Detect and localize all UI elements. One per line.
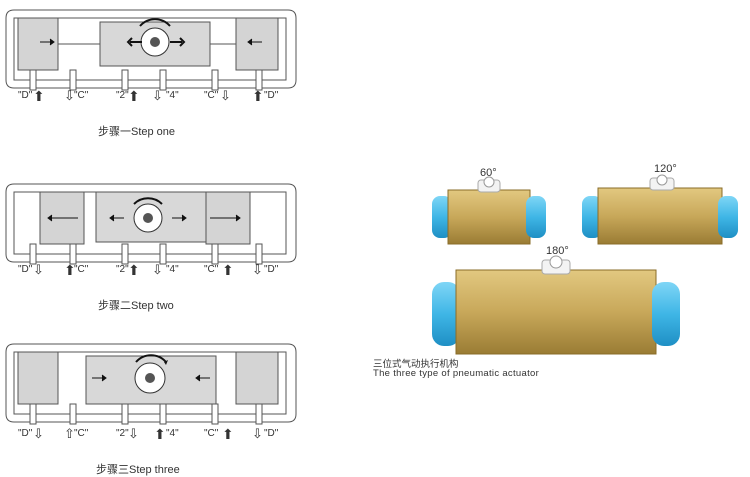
arrow-down-outline-icon: ⇩ bbox=[33, 426, 44, 441]
step-one-caption: 步骤一Step one bbox=[98, 126, 176, 138]
arrow-down-outline-icon: ⇩ bbox=[64, 88, 75, 103]
port-d-left-label: "D" bbox=[18, 428, 33, 439]
arrow-down-outline-icon: ⇩ bbox=[33, 262, 44, 277]
port-c-left-label: "C" bbox=[74, 264, 89, 275]
port-2-label: "2" bbox=[116, 428, 129, 439]
port-4-label: "4" bbox=[166, 264, 179, 275]
step-three-schematic bbox=[5, 343, 297, 425]
port-2-label: "2" bbox=[116, 264, 129, 275]
arrow-down-outline-icon: ⇩ bbox=[128, 426, 139, 441]
actuator-180 bbox=[432, 255, 680, 355]
step-three-diagram: "D" ⇩ ⇧ "C" "2" ⇩ ⬆ "4" "C" ⬆ ⇩ "D" bbox=[0, 338, 300, 448]
arrow-down-outline-icon: ⇩ bbox=[152, 262, 163, 277]
port-2-label: "2" bbox=[116, 90, 129, 101]
arrow-up-outline-icon: ⇧ bbox=[64, 426, 75, 441]
right-outer-piston bbox=[235, 17, 279, 71]
actuator-caption-cn: 三位式气动执行机构 bbox=[373, 359, 459, 370]
arrow-up-icon: ⬆ bbox=[154, 426, 166, 442]
port-d-left-label: "D" bbox=[18, 264, 33, 275]
port-d-right-label: "D" bbox=[264, 428, 279, 439]
step-one-diagram: "D" ⬆ ⇩ "C" "2" ⬆ ⇩ "4" "C" ⇩ ⬆ "D" bbox=[0, 4, 300, 114]
port-c-right-label: "C" bbox=[204, 264, 219, 275]
step-three-caption: 步骤三Step three bbox=[96, 464, 180, 476]
step-two-diagram: "D" ⇩ ⬆ "C" "2" ⬆ ⇩ "4" "C" ⬆ ⇩ "D" bbox=[0, 178, 300, 288]
arrow-up-icon: ⬆ bbox=[128, 88, 140, 104]
port-c-left-label: "C" bbox=[74, 90, 89, 101]
arrow-down-outline-icon: ⇩ bbox=[252, 262, 263, 277]
arrow-up-icon: ⬆ bbox=[222, 426, 234, 442]
arrow-up-icon: ⬆ bbox=[64, 262, 76, 278]
actuator-60 bbox=[432, 176, 546, 245]
arrow-up-icon: ⬆ bbox=[252, 88, 264, 104]
arrow-up-icon: ⬆ bbox=[128, 262, 140, 278]
port-c-right-label: "C" bbox=[204, 428, 219, 439]
angle-60-label: 60° bbox=[480, 167, 497, 179]
arrow-down-outline-icon: ⇩ bbox=[252, 426, 263, 441]
arrow-down-outline-icon: ⇩ bbox=[220, 88, 231, 103]
arrow-up-icon: ⬆ bbox=[33, 88, 45, 104]
arrow-up-icon: ⬆ bbox=[222, 262, 234, 278]
angle-120-label: 120° bbox=[654, 163, 677, 175]
port-c-left-label: "C" bbox=[74, 428, 89, 439]
port-d-left-label: "D" bbox=[18, 90, 33, 101]
port-c-right-label: "C" bbox=[204, 90, 219, 101]
step-one-schematic bbox=[5, 9, 297, 91]
arrow-down-outline-icon: ⇩ bbox=[152, 88, 163, 103]
port-4-label: "4" bbox=[166, 90, 179, 101]
port-4-label: "4" bbox=[166, 428, 179, 439]
actuator-caption-en: The three type of pneumatic actuator bbox=[373, 368, 540, 379]
step-two-schematic bbox=[5, 183, 297, 265]
step-two-caption: 步骤二Step two bbox=[98, 300, 174, 312]
actuator-120 bbox=[582, 174, 738, 245]
port-d-right-label: "D" bbox=[264, 264, 279, 275]
port-d-right-label: "D" bbox=[264, 90, 279, 101]
angle-180-label: 180° bbox=[546, 245, 569, 257]
